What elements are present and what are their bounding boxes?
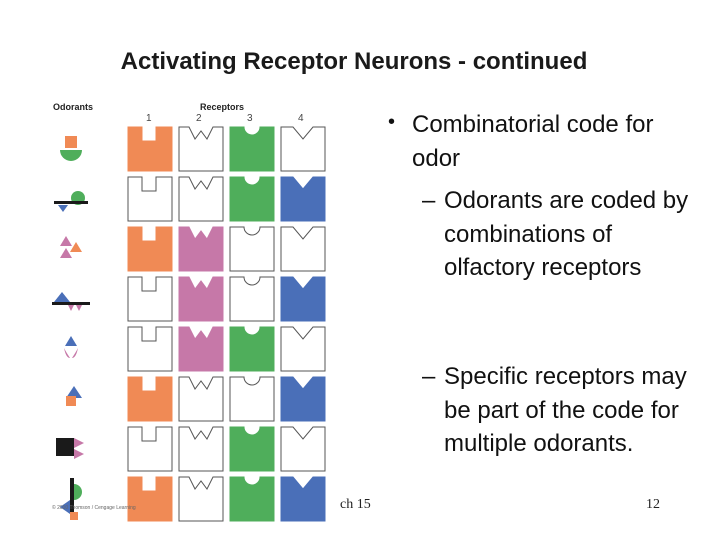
receptor-cell <box>229 476 275 527</box>
footer-chapter: ch 15 <box>340 497 371 512</box>
triangle-square-icon <box>52 378 92 427</box>
receptor-cell <box>229 226 275 277</box>
receptor-cell <box>229 276 275 327</box>
receptor-number-2: 2 <box>196 113 202 124</box>
sub-bullet-2-text: Specific receptors may be part of the co… <box>444 363 687 458</box>
figure-credit: © 2010 Thomson / Cengage Learning <box>52 505 136 511</box>
receptor-cell <box>178 176 224 227</box>
triangle-bar-double-triangle-icon <box>52 278 92 327</box>
slide-title: Activating Receptor Neurons - continued <box>120 48 588 75</box>
receptor-cell <box>178 376 224 427</box>
receptor-cell <box>280 276 326 327</box>
receptor-number-1: 1 <box>146 113 152 124</box>
receptor-cell <box>229 426 275 477</box>
receptors-label: Receptors <box>200 102 245 112</box>
receptor-cell <box>127 176 173 227</box>
receptor-cell <box>127 276 173 327</box>
bullet-main-text: Combinatorial code for odor <box>412 111 654 172</box>
double-triangle-icon <box>52 228 92 277</box>
receptor-cell <box>178 276 224 327</box>
triangle-bar-circle-icon <box>52 178 92 227</box>
receptor-cell <box>178 126 224 177</box>
odorants-label: Odorants <box>53 102 94 112</box>
receptor-number-3: 3 <box>247 113 253 124</box>
sub-bullet-1-text: Odorants are coded by combinations of ol… <box>444 187 689 282</box>
receptor-cell <box>280 376 326 427</box>
receptor-cell <box>178 476 224 527</box>
receptor-cell <box>127 376 173 427</box>
receptor-cell <box>127 126 173 177</box>
receptor-cell <box>127 326 173 377</box>
receptor-cell <box>229 126 275 177</box>
square-double-triangle-icon <box>52 428 92 477</box>
receptor-cell <box>280 476 326 527</box>
sub-bullet-dash: – <box>422 187 436 214</box>
receptor-cell <box>178 226 224 277</box>
receptor-cell <box>280 126 326 177</box>
receptor-cell <box>280 426 326 477</box>
sub-bullet-dash: – <box>422 363 436 390</box>
bullet-dot: • <box>388 111 396 133</box>
vertical-bar-circle-triangle-icon <box>52 478 92 527</box>
receptor-figure: Odorants Receptors 1 2 3 4 <box>50 100 340 522</box>
receptor-number-4: 4 <box>298 113 304 124</box>
receptor-cell <box>280 326 326 377</box>
triangle-teardrop-icon <box>52 328 92 377</box>
receptor-cell <box>229 376 275 427</box>
receptor-cell <box>229 326 275 377</box>
receptor-cell <box>127 426 173 477</box>
receptor-cell <box>178 326 224 377</box>
receptor-cell <box>280 226 326 277</box>
page-number: 12 <box>646 497 660 512</box>
receptor-cell <box>280 176 326 227</box>
square-semicircle-icon <box>52 128 92 177</box>
receptor-cell <box>127 226 173 277</box>
receptor-cell <box>229 176 275 227</box>
receptor-cell <box>127 476 173 527</box>
receptor-cell <box>178 426 224 477</box>
